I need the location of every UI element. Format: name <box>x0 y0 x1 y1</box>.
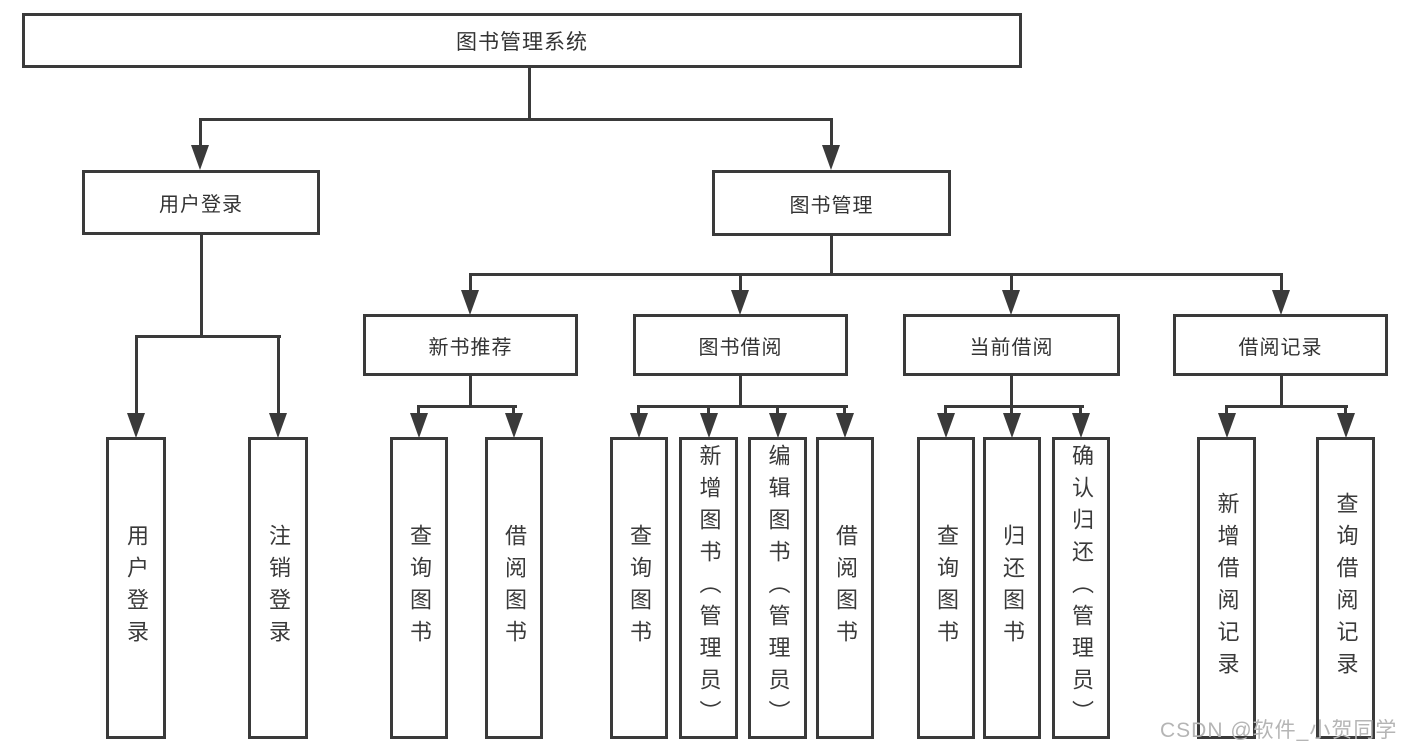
leaf-return-book: 归还图书 <box>983 437 1041 739</box>
arrow-leaf <box>836 413 854 438</box>
node-label: 借阅记录 <box>1238 336 1323 359</box>
arrow-leaf <box>1337 413 1355 438</box>
arrow-leaf <box>1218 413 1236 438</box>
connector-drop-book-borrowing <box>739 273 742 292</box>
connector-stem <box>944 405 947 416</box>
leaf-query-books-recommend: 查询图书 <box>390 437 448 739</box>
node-label: 图书管理 <box>789 194 874 217</box>
connector-root-stub <box>528 68 531 119</box>
csdn-watermark: CSDN @软件_小贺同学 <box>1160 719 1398 742</box>
connector-drop-new-book <box>469 273 472 292</box>
leaf-label: 查询图书 <box>407 524 432 652</box>
node-library-management-system: 图书管理系统 <box>22 13 1022 68</box>
connector-drop-current-borrowing <box>1010 273 1013 292</box>
leaf-label: 查询借阅记录 <box>1333 492 1359 684</box>
node-label: 用户登录 <box>159 194 243 216</box>
connector-user-login-hline <box>135 335 281 338</box>
arrow-leaf <box>410 413 428 438</box>
arrow-leaf <box>505 413 523 438</box>
leaf-label: 借阅图书 <box>833 524 858 652</box>
arrow-current-borrowing <box>1002 290 1020 315</box>
connector-stem <box>1225 405 1228 416</box>
leaf-logout: 注销登录 <box>248 437 308 739</box>
arrow-leaf <box>700 413 718 438</box>
leaf-label: 借阅图书 <box>502 524 527 652</box>
arrow-book-borrowing <box>731 290 749 315</box>
connector-book-management-stub <box>830 236 833 276</box>
connector-stem <box>1079 405 1082 416</box>
connector-new-book-stub <box>469 376 472 407</box>
leaf-label: 注销登录 <box>266 524 291 652</box>
connector-stem <box>1344 405 1347 416</box>
arrow-leaf <box>937 413 955 438</box>
leaf-label: 查询图书 <box>627 524 652 652</box>
node-book-borrowing: 图书借阅 <box>633 314 848 376</box>
connector-stem <box>843 405 846 416</box>
connector-user-login-stub <box>200 235 203 338</box>
node-label: 图书管理系统 <box>456 30 588 54</box>
connector-group-e-hline <box>1225 405 1348 408</box>
connector-current-borrowing-stub <box>1010 376 1013 407</box>
arrow-leaf <box>769 413 787 438</box>
leaf-user-login: 用户登录 <box>106 437 166 739</box>
node-new-book-recommend: 新书推荐 <box>363 314 578 376</box>
leaf-label: 新增图书（管理员） <box>696 444 722 732</box>
leaf-borrow-books-recommend: 借阅图书 <box>485 437 543 739</box>
leaf-label: 归还图书 <box>1000 524 1025 652</box>
leaf-label: 确认归还（管理员） <box>1069 444 1094 732</box>
connector-drop-user-login <box>199 118 202 147</box>
connector-stem-leaf-logout <box>277 335 280 415</box>
arrow-leaf <box>1072 413 1090 438</box>
arrow-borrowing-records <box>1272 290 1290 315</box>
connector-stem <box>707 405 710 416</box>
connector-stem <box>512 405 515 416</box>
arrow-leaf-user-login <box>127 413 145 438</box>
leaf-query-borrow-record: 查询借阅记录 <box>1316 437 1375 739</box>
leaf-query-books-current: 查询图书 <box>917 437 975 739</box>
connector-group-b-hline <box>418 405 517 408</box>
connector-book-borrowing-stub <box>739 376 742 407</box>
connector-stem <box>776 405 779 416</box>
arrow-leaf <box>630 413 648 438</box>
leaf-label: 新增借阅记录 <box>1214 492 1240 684</box>
connector-drop-borrowing-records <box>1280 273 1283 292</box>
arrow-leaf-logout <box>269 413 287 438</box>
connector-stem-leaf-user-login <box>135 335 138 415</box>
connector-stem <box>1010 405 1013 416</box>
connector-drop-book-management <box>830 118 833 147</box>
arrow-leaf <box>1003 413 1021 438</box>
arrow-new-book <box>461 290 479 315</box>
connector-stem <box>417 405 420 416</box>
node-book-management: 图书管理 <box>712 170 951 236</box>
node-user-login: 用户登录 <box>82 170 320 235</box>
leaf-add-book-admin: 新增图书（管理员） <box>679 437 738 739</box>
node-label: 图书借阅 <box>698 336 783 359</box>
arrow-book-management <box>822 145 840 170</box>
node-label: 当前借阅 <box>969 336 1054 359</box>
node-label: 新书推荐 <box>428 336 513 359</box>
leaf-confirm-return-admin: 确认归还（管理员） <box>1052 437 1110 739</box>
node-current-borrowing: 当前借阅 <box>903 314 1120 376</box>
connector-group-d-hline <box>945 405 1084 408</box>
leaf-edit-book-admin: 编辑图书（管理员） <box>748 437 807 739</box>
leaf-borrow-books-borrowing: 借阅图书 <box>816 437 874 739</box>
connector-borrowing-records-stub <box>1280 376 1283 407</box>
connector-level3-hline <box>469 273 1283 276</box>
arrow-user-login <box>191 145 209 170</box>
leaf-label: 查询图书 <box>934 524 959 652</box>
connector-stem <box>637 405 640 416</box>
leaf-label: 用户登录 <box>124 524 149 652</box>
leaf-label: 编辑图书（管理员） <box>765 444 791 732</box>
leaf-query-books-borrowing: 查询图书 <box>610 437 668 739</box>
connector-group-c-hline <box>638 405 848 408</box>
leaf-add-borrow-record: 新增借阅记录 <box>1197 437 1256 739</box>
node-borrowing-records: 借阅记录 <box>1173 314 1388 376</box>
connector-root-hline <box>199 118 833 121</box>
